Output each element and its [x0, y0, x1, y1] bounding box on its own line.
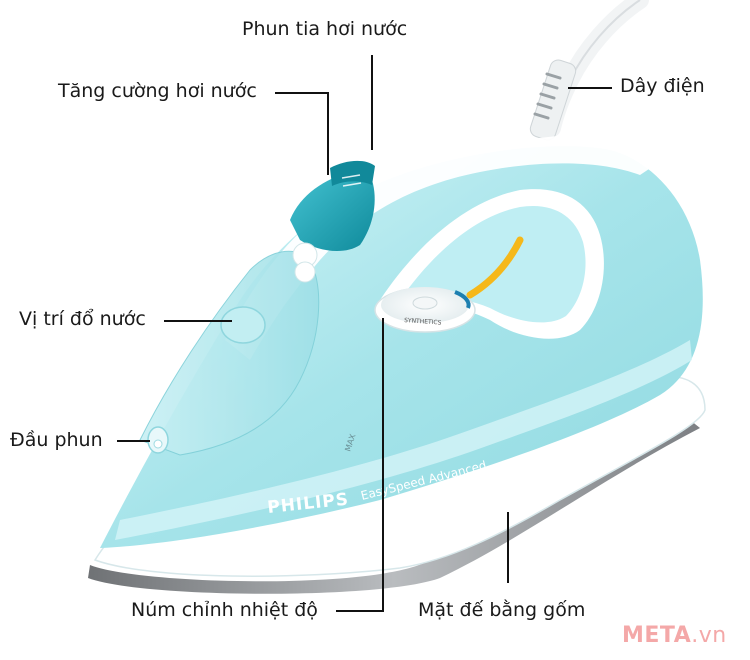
watermark-domain: .vn	[691, 623, 727, 648]
power-cord	[529, 0, 649, 141]
label-power-cord: Dây điện	[620, 75, 705, 97]
label-ceramic-plate: Mặt đế bằng gốm	[418, 599, 586, 621]
leader-lines	[117, 55, 612, 612]
spray-nozzle	[147, 426, 169, 454]
leader-temp-dial	[336, 318, 384, 612]
dial-text: SYNTHETICS	[404, 317, 442, 327]
label-spray-nozzle: Đầu phun	[10, 429, 103, 451]
temperature-dial: SYNTHETICS	[374, 287, 476, 333]
ceramic-soleplate	[88, 420, 700, 594]
leader-steam-boost	[275, 92, 329, 175]
label-temp-dial: Núm chỉnh nhiệt độ	[131, 599, 318, 621]
watermark-logo: META.vn	[622, 625, 727, 647]
steam-buttons	[290, 160, 375, 283]
label-steam-spray: Phun tia hơi nước	[242, 18, 408, 40]
water-tank	[139, 250, 320, 456]
watermark-name: META	[622, 623, 692, 648]
label-water-fill: Vị trí đổ nước	[19, 308, 146, 330]
label-steam-boost: Tăng cường hơi nước	[58, 80, 257, 102]
